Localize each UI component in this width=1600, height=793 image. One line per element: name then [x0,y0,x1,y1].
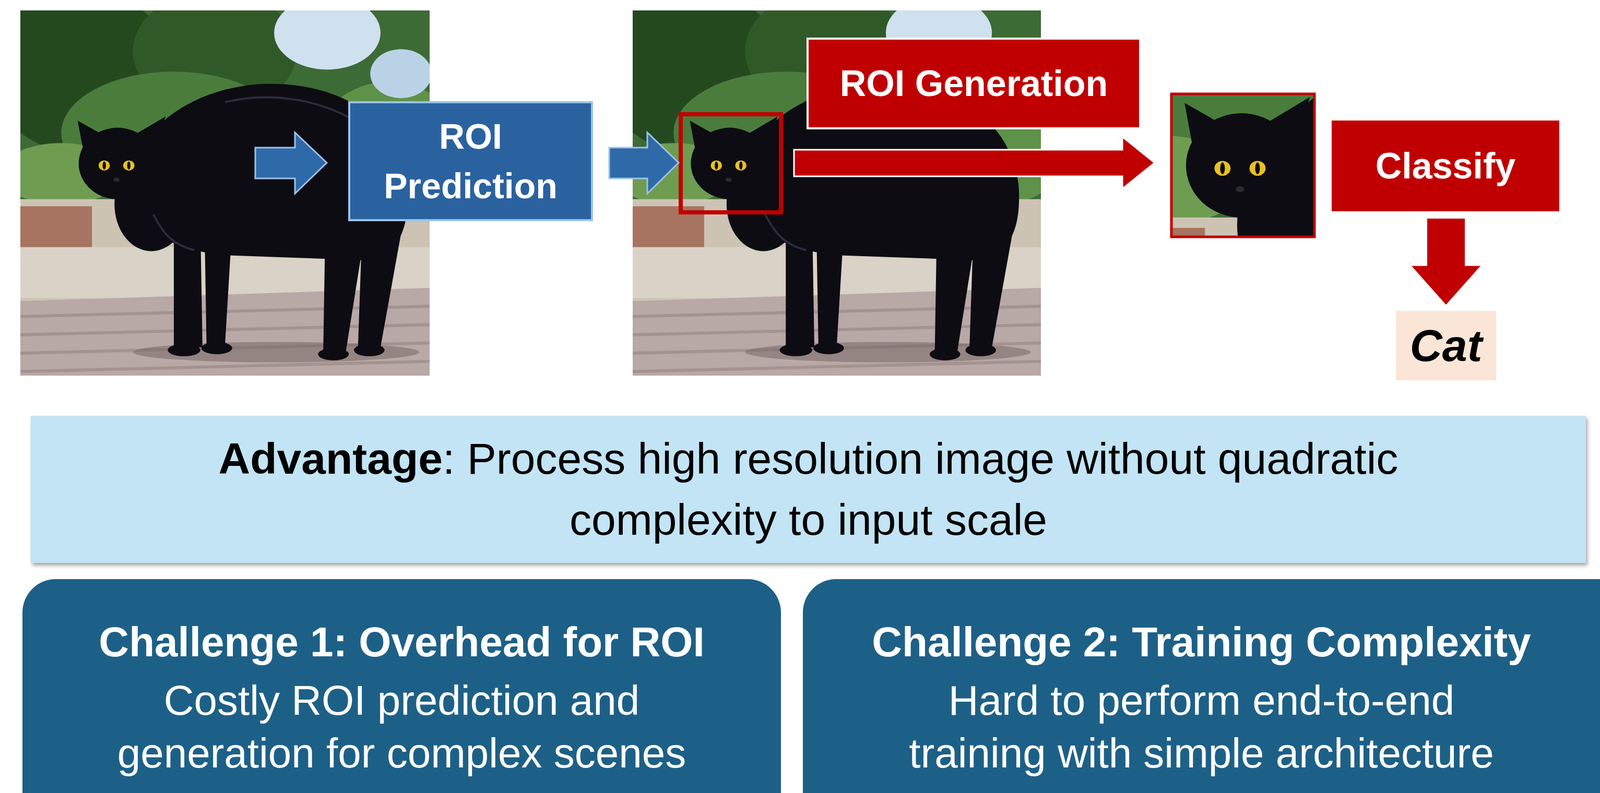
band-text: : Process high resolution image without … [442,434,1398,545]
text-group: ROI Generation [839,61,1108,106]
block-arrow [1411,218,1481,305]
box-label: ROI Prediction [361,111,581,211]
text-group: Advantage: Process high resolution image… [169,428,1449,551]
output-label: Cat [1395,311,1497,381]
challenge-box: Challenge 1: Overhead for ROICostly ROI … [22,579,781,793]
challenge-heading: Challenge 2: Training Complexity [871,615,1531,670]
advantage-band: Advantage: Process high resolution image… [30,416,1586,564]
challenge-heading: Challenge 1: Overhead for ROI [88,615,716,670]
box-label: Classify [1375,144,1516,188]
crop-border [1171,93,1315,237]
text-group: ROI Prediction [361,111,581,211]
process-box: ROI Prediction [348,101,594,222]
challenge-text: Hard to perform end-to-end training with… [888,674,1515,781]
process-box: Classify [1329,118,1562,214]
block-arrow [609,132,679,194]
text-group: Challenge 1: Overhead for ROICostly ROI … [88,615,716,781]
block-arrow [793,136,1155,189]
process-box: ROI Generation [806,37,1142,130]
box-label: ROI Generation [839,61,1108,106]
text-group: Cat [1409,318,1483,373]
challenge-box: Challenge 2: Training ComplexityHard to … [802,579,1600,793]
text-group: Challenge 2: Training ComplexityHard to … [871,615,1531,781]
challenge-text: Costly ROI prediction and generation for… [88,674,716,781]
roi-box [680,114,781,213]
block-arrow [255,132,327,194]
class-label: Cat [1409,318,1483,373]
text-group: Classify [1375,144,1516,188]
band-heading: Advantage [218,434,443,484]
